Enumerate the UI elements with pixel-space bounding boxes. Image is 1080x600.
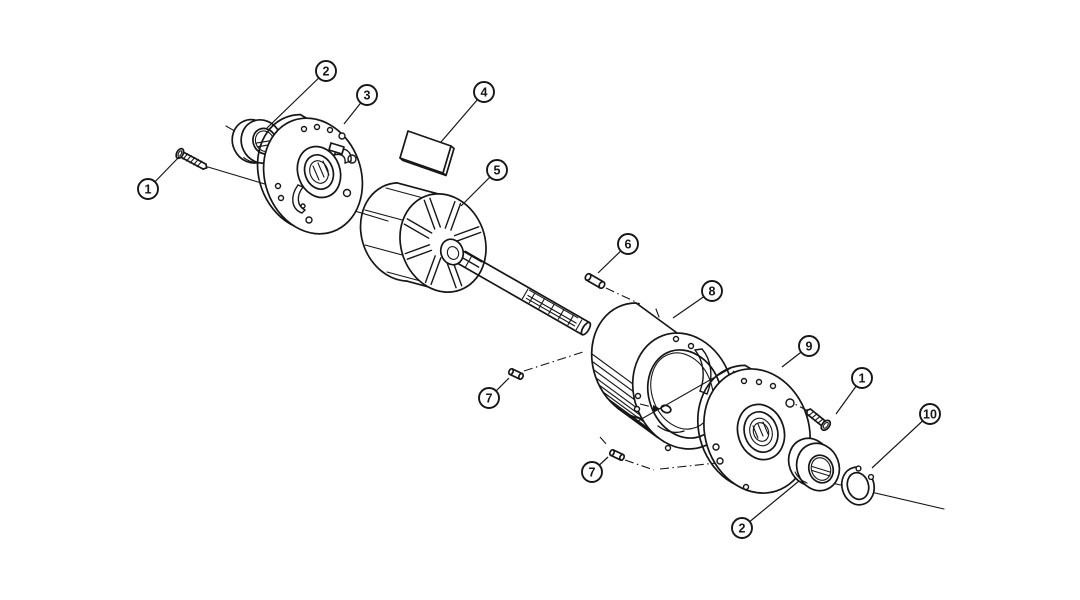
callout-5: 5: [460, 159, 508, 207]
cover-plate-drawing: [399, 130, 455, 177]
callout-leader-line: [871, 413, 931, 469]
dowel-pin-drawing: [584, 272, 641, 305]
bearing-right-drawing: [787, 437, 841, 492]
callout-balloon: [315, 60, 337, 82]
callout-number: 7: [589, 465, 596, 479]
callout-9: 9: [781, 335, 820, 368]
callout-balloon: [617, 233, 639, 255]
stator-lamination-hatch: [591, 353, 680, 448]
callout-balloon: [137, 178, 159, 200]
end-plate-right-drawing: [696, 364, 811, 494]
callout-leader-line: [741, 480, 800, 529]
callout-7: 7: [478, 377, 510, 409]
callout-balloon: [581, 461, 603, 483]
callout-number: 2: [323, 64, 330, 78]
shaft-splines: [521, 288, 583, 331]
callout-balloon: [919, 403, 941, 425]
callout-number: 1: [145, 182, 152, 196]
machine-screw-left-drawing: [175, 147, 208, 170]
snap-ring-drawing: [840, 458, 878, 506]
callout-leader-line: [440, 91, 485, 143]
callout-leader-line: [266, 70, 327, 129]
callout-1: 1: [137, 156, 180, 200]
callout-10: 10: [871, 403, 941, 469]
callout-6: 6: [597, 233, 639, 274]
callout-number: 2: [739, 521, 746, 535]
callout-balloon: [486, 159, 508, 181]
callout-balloon: [701, 280, 723, 302]
roll-pin-upper-drawing: [507, 351, 584, 381]
callout-3: 3: [343, 84, 378, 125]
callout-1: 1: [835, 367, 873, 415]
callout-number: 10: [923, 407, 937, 421]
end-plate-left-drawing: [256, 113, 364, 235]
callout-balloon: [356, 84, 378, 106]
callout-4: 4: [440, 81, 495, 143]
callout-8: 8: [672, 280, 723, 319]
callout-number: 9: [806, 339, 813, 353]
callout-number: 8: [709, 284, 716, 298]
rotor-shaft-drawing: [359, 182, 592, 336]
callout-balloon: [798, 335, 820, 357]
callout-layer: 1 2 3 4 5 6 7 7 8 9 1 10 2: [137, 60, 941, 539]
callout-number: 3: [364, 88, 371, 102]
callout-number: 7: [486, 391, 493, 405]
callout-balloon: [851, 367, 873, 389]
callout-number: 5: [494, 163, 501, 177]
callout-balloon: [478, 387, 500, 409]
callout-number: 4: [481, 85, 488, 99]
callout-7: 7: [581, 456, 609, 483]
callout-2: 2: [266, 60, 337, 129]
callout-balloon: [473, 81, 495, 103]
callout-number: 1: [859, 371, 866, 385]
callout-2: 2: [731, 480, 800, 539]
machine-screw-right-drawing: [792, 402, 832, 432]
callout-number: 6: [625, 237, 632, 251]
roll-pin-lower-drawing: [599, 436, 717, 471]
callout-balloon: [731, 517, 753, 539]
